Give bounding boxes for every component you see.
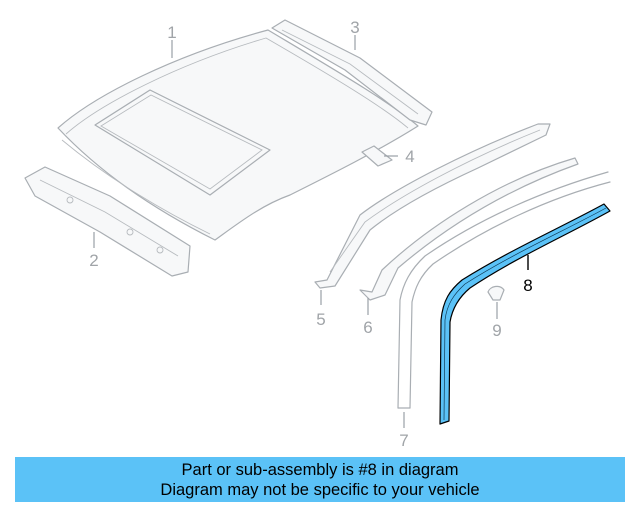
- callout-2[interactable]: 2: [89, 251, 98, 270]
- pillar-trim-part[interactable]: [359, 157, 579, 301]
- callout-1[interactable]: 1: [167, 23, 176, 42]
- banner-part-line: Part or sub-assembly is #8 in diagram: [181, 460, 459, 479]
- callout-4[interactable]: 4: [405, 147, 414, 166]
- roof-parts-diagram: 1 2 3 4 5 6 7 9 8: [24, 18, 611, 450]
- callout-5[interactable]: 5: [316, 310, 325, 329]
- callout-9[interactable]: 9: [492, 321, 501, 340]
- callout-7[interactable]: 7: [399, 431, 408, 450]
- rear-roof-rail-part[interactable]: [271, 19, 433, 126]
- side-roof-rail-part[interactable]: [314, 123, 551, 289]
- roof-molding-part-highlighted[interactable]: [439, 203, 611, 425]
- front-header-rail-part[interactable]: [24, 166, 191, 277]
- door-weatherstrip-part[interactable]: [397, 171, 611, 409]
- banner-disclaimer-line: Diagram may not be specific to your vehi…: [160, 480, 480, 499]
- part-info-banner: Part or sub-assembly is #8 in diagram Di…: [15, 457, 625, 502]
- roof-bracket-part[interactable]: [361, 145, 393, 167]
- callout-3[interactable]: 3: [350, 18, 359, 37]
- callout-8[interactable]: 8: [523, 276, 532, 295]
- callout-6[interactable]: 6: [363, 318, 372, 337]
- retaining-clip-part[interactable]: [487, 285, 505, 301]
- roof-panel-part[interactable]: [57, 29, 419, 241]
